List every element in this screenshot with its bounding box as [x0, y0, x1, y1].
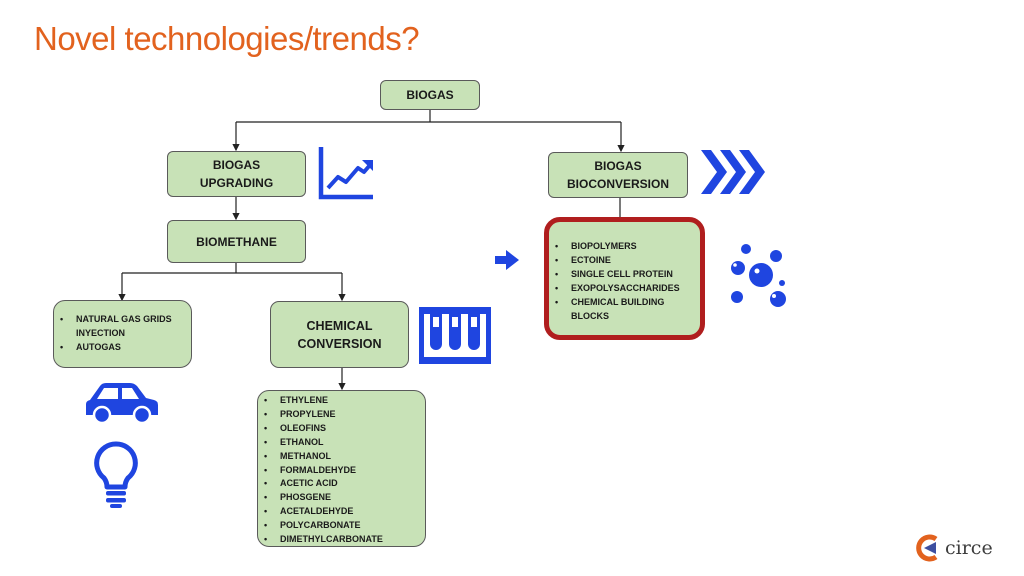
list-item: CHEMICAL BUILDING BLOCKS — [549, 295, 692, 323]
list-item: NATURAL GAS GRIDS INYECTION — [54, 312, 183, 340]
list-item: METHANOL — [258, 450, 425, 464]
node-biogas-label: BIOGAS — [406, 88, 454, 102]
node-chemical-line1: CHEMICAL — [306, 318, 373, 333]
node-biomethane: BIOMETHANE — [167, 220, 306, 263]
node-chemical-line2: CONVERSION — [297, 336, 382, 351]
trending-up-icon — [318, 147, 373, 200]
node-biogas-upgrading: BIOGAS UPGRADING — [167, 151, 306, 197]
list-item: DIMETHYLCARBONATE — [258, 533, 425, 547]
slide-title: Novel technologies/trends? — [34, 20, 420, 57]
list-item: AUTOGAS — [54, 340, 183, 354]
list-chemicals: ETHYLENE PROPYLENE OLEOFINS ETHANOL METH… — [257, 390, 426, 547]
list-item: ACETALDEHYDE — [258, 505, 425, 519]
list-item: POLYCARBONATE — [258, 519, 425, 533]
list-item: ECTOINE — [549, 253, 692, 267]
node-upgrading-line1: BIOGAS — [212, 158, 261, 172]
node-bioconversion-line1: BIOGAS — [594, 159, 642, 173]
arrow-right-icon — [495, 250, 519, 270]
lightbulb-icon — [94, 441, 138, 508]
circe-logo-mark — [916, 534, 938, 562]
list-item: ACETIC ACID — [258, 477, 425, 491]
list-item: OLEOFINS — [258, 422, 425, 436]
list-item: SINGLE CELL PROTEIN — [549, 267, 692, 281]
list-bioproducts: BIOPOLYMERS ECTOINE SINGLE CELL PROTEIN … — [544, 217, 705, 340]
node-biogas-bioconversion: BIOGAS BIOCONVERSION — [548, 152, 688, 198]
chevrons-right-icon — [701, 150, 765, 194]
node-bioconversion-line2: BIOCONVERSION — [566, 177, 669, 191]
test-tubes-icon — [419, 307, 491, 364]
list-item: EXOPOLYSACCHARIDES — [549, 281, 692, 295]
list-item: BIOPOLYMERS — [549, 239, 692, 253]
node-biomethane-label: BIOMETHANE — [196, 234, 277, 249]
node-upgrading-line2: UPGRADING — [199, 176, 274, 190]
car-icon — [86, 383, 158, 424]
list-grid-uses: NATURAL GAS GRIDS INYECTION AUTOGAS — [53, 300, 192, 368]
bubbles-icon — [731, 244, 786, 307]
list-item: PHOSGENE — [258, 491, 425, 505]
node-biogas: BIOGAS — [380, 80, 480, 110]
list-item: ETHANOL — [258, 436, 425, 450]
list-item: FORMALDEHYDE — [258, 464, 425, 478]
list-item: PROPYLENE — [258, 408, 425, 422]
logo-text: circe — [945, 537, 993, 559]
node-chemical-conversion: CHEMICAL CONVERSION — [270, 301, 409, 368]
list-item: ETHYLENE — [258, 394, 425, 408]
circe-logo: circe — [914, 534, 993, 562]
